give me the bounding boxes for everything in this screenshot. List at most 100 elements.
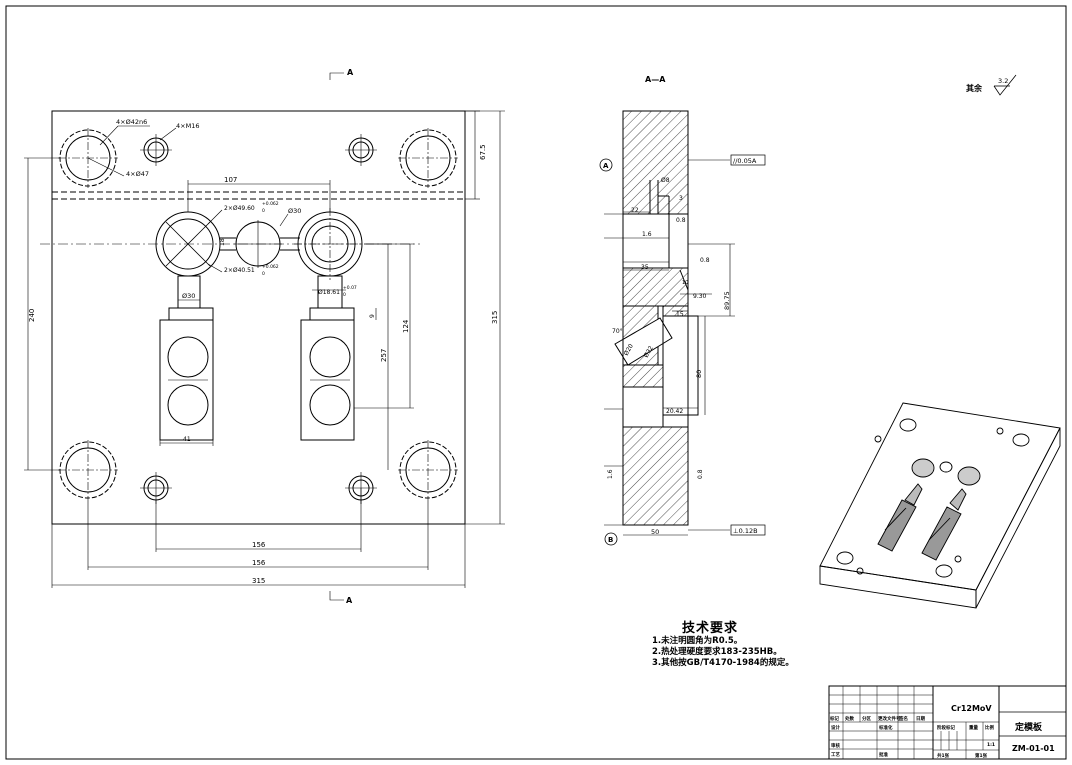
screw-hole-tr (345, 134, 377, 166)
sdim-70: 70° (612, 328, 623, 335)
dim-315-h: 315 (252, 577, 265, 585)
dim-67-5: 67.5 (479, 144, 487, 160)
dim-9: 9 (369, 314, 376, 318)
isometric-view (819, 402, 1061, 609)
svg-text:A: A (603, 162, 609, 170)
tb-hdr-1: 处数 (844, 715, 854, 722)
tb-process: 工艺 (831, 751, 840, 758)
sdim-15: 15 (676, 311, 684, 318)
svg-text:B: B (608, 536, 613, 544)
tb-hdr-3: 更改文件号 (878, 715, 901, 722)
dim-124: 124 (402, 319, 410, 333)
tb-part-name: 定模板 (1014, 721, 1043, 733)
callout-30-top: Ø30 (288, 207, 301, 215)
svg-text:其余: 其余 (966, 83, 983, 93)
tech-req-title: 技术要求 (682, 621, 739, 636)
tb-approve: 批准 (879, 751, 888, 758)
callout-49-60: 2×Ø49.60 (224, 205, 255, 212)
dim-240: 240 (28, 309, 36, 322)
datum-b: B (604, 532, 618, 546)
tb-scale: 比例 (985, 724, 994, 731)
tb-hdr-4: 签名 (898, 715, 908, 722)
dim-257: 257 (380, 349, 388, 362)
tb-sheets: 共1张 (937, 752, 950, 759)
tb-hdr-5: 日期 (916, 715, 925, 722)
roughness-note: 其余 3.2 (966, 74, 1017, 96)
tech-req-item-2: 2.热处理硬度要求183-235HB。 (652, 647, 782, 657)
sdim-9-30: 9.30 (693, 293, 707, 300)
dim-41: 41 (183, 436, 191, 443)
sheet-border (5, 5, 1067, 760)
callout-30-runner: Ø30 (182, 292, 195, 300)
svg-text://0.05A: //0.05A (733, 157, 757, 165)
sdim-10: 10 (682, 280, 688, 286)
front-view: 107 67.5 240 315 257 124 9 41 156 156 31… (24, 68, 505, 605)
sdim-0-8-a: 0.8 (676, 217, 686, 224)
callout-18-61: Ø18.61 (318, 289, 340, 296)
front-dimension-text: 107 67.5 240 315 257 124 9 41 156 156 31… (28, 68, 499, 605)
screw-hole-bl (140, 472, 172, 504)
tol-49-60-lower: 0 (262, 208, 265, 214)
datum-a: A (599, 158, 613, 172)
section-mark-bottom: A (346, 596, 353, 605)
guide-hole-br (398, 440, 458, 500)
plate-outline (51, 110, 466, 525)
tol-40-51-lower: 0 (262, 271, 265, 277)
sdim-50: 50 (651, 528, 659, 536)
dim-156-b: 156 (252, 559, 266, 567)
tb-scale-value: 1:1 (987, 742, 995, 748)
tech-req-item-1: 1.未注明圆角为R0.5。 (652, 636, 743, 646)
sdim-1-6-b: 1.6 (607, 469, 614, 479)
tb-material: Cr12MoV (951, 704, 992, 713)
callout-m16: 4×M16 (176, 122, 199, 130)
tol-49-60-upper: +0.062 (262, 201, 279, 207)
tb-hdr-2: 分区 (862, 715, 871, 722)
title-block: Cr12MoV 定模板 ZM-01-01 标记 处数 分区 更改文件号 签名 日… (828, 685, 1067, 760)
tb-drawing-no: ZM-01-01 (1012, 744, 1055, 753)
callout-guide-42: 4×Ø42n6 (116, 118, 147, 126)
tb-hdr-0: 标记 (829, 715, 839, 722)
svg-text:⊥0.12B: ⊥0.12B (733, 527, 758, 535)
section-mark-top: A (347, 68, 354, 77)
sdim-8: Ø8 (661, 177, 670, 184)
screw-hole-tl (140, 134, 172, 166)
screw-hole-br (345, 472, 377, 504)
sdim-89-75: 89.75 (723, 291, 731, 310)
callout-guide-47: 4×Ø47 (126, 170, 149, 178)
insert-pocket-right (294, 208, 366, 441)
dim-315-v: 315 (491, 311, 499, 324)
tb-review: 审核 (831, 742, 840, 749)
section-view-label: A—A (645, 75, 666, 84)
tech-req-item-3: 3.其他按GB/T4170-1984的规定。 (652, 658, 794, 668)
tb-design: 设计 (831, 724, 840, 731)
tb-std: 标准化 (878, 724, 893, 731)
callout-40-51: 2×Ø40.51 (224, 267, 255, 274)
insert-pocket-left (155, 211, 300, 441)
guide-hole-bl (58, 440, 118, 500)
dim-156-a: 156 (252, 541, 266, 549)
tb-weight: 重量 (969, 724, 978, 731)
technical-requirements: 技术要求 1.未注明圆角为R0.5。 2.热处理硬度要求183-235HB。 3… (652, 617, 852, 669)
svg-text:3.2: 3.2 (998, 77, 1008, 85)
front-dimension-lines (24, 72, 505, 601)
sdim-20-42: 20.42 (666, 408, 683, 415)
sdim-0-8-b: 0.8 (700, 257, 710, 264)
sdim-35: 35 (641, 264, 649, 271)
tol-18-61-lower: 0 (343, 292, 346, 298)
tol-18-61-upper: +0.07 (343, 285, 357, 291)
dim-107: 107 (224, 176, 237, 184)
sdim-1-6: 1.6 (642, 231, 652, 238)
tol-40-51-upper: +0.062 (262, 264, 279, 270)
dim-18: 18 (219, 238, 226, 246)
sdim-0-8-c: 0.8 (697, 469, 704, 479)
tol-frame-perpendicular: ⊥0.12B (730, 524, 766, 536)
section-view: A—A (599, 75, 766, 546)
tol-frame-parallel: //0.05A (730, 154, 766, 166)
sdim-22: 22 (631, 207, 639, 214)
tb-stage: 阶段标记 (937, 724, 955, 731)
sdim-80: 80 (695, 370, 703, 378)
tb-sheet-no: 第1张 (975, 752, 988, 759)
sdim-3: 3 (679, 195, 683, 202)
guide-hole-tr (398, 128, 458, 188)
